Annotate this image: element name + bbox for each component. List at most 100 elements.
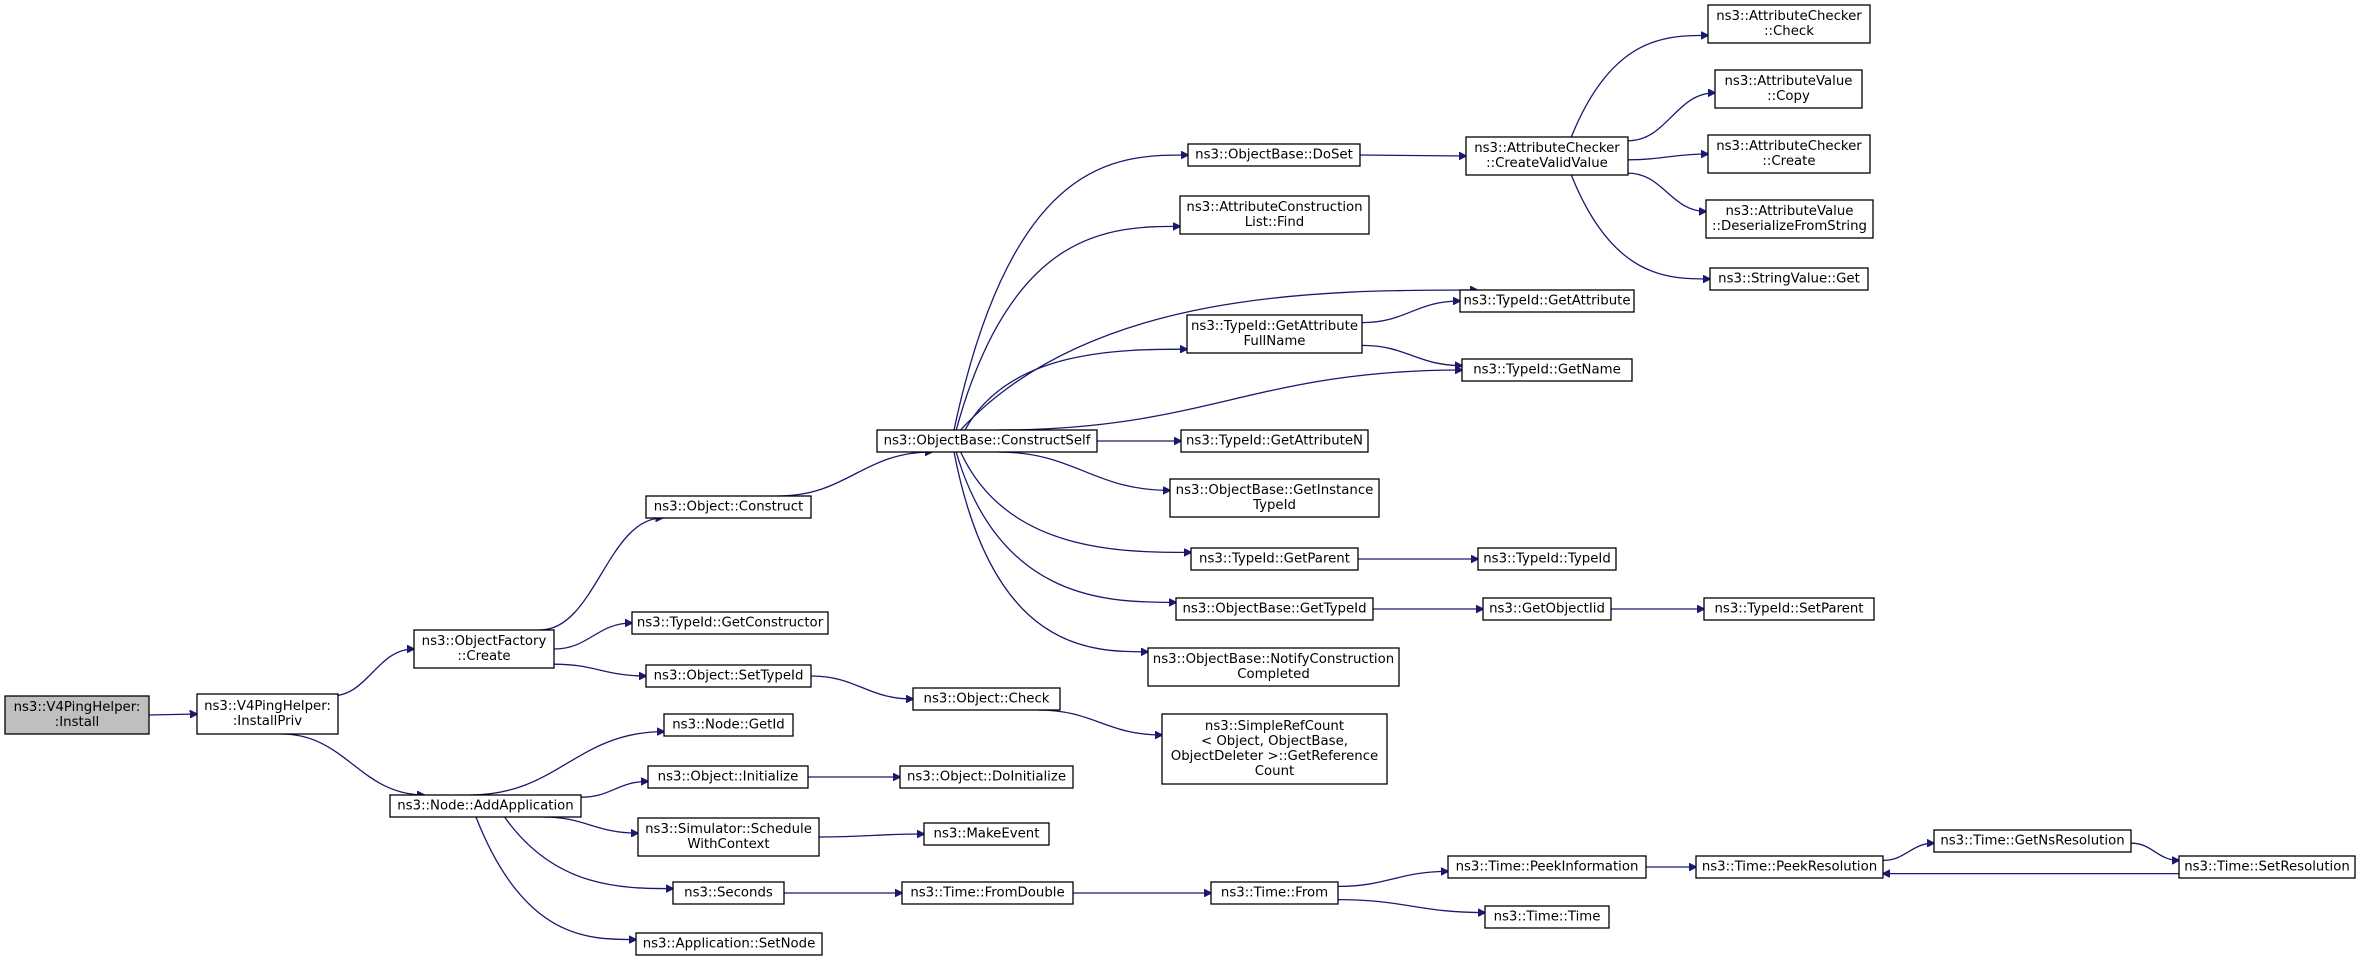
edge-attrchecker-createvalid-to-stringvalue-get [1570,174,1710,279]
node-time-fromdouble[interactable]: ns3::Time::FromDouble [901,881,1074,905]
node-time-peekres[interactable]: ns3::Time::PeekResolution [1695,855,1884,879]
node-node-getid[interactable]: ns3::Node::GetId [663,713,794,737]
edge-path [580,781,648,798]
edge-node-addapp-to-object-initialize [580,781,648,798]
node-label: ns3::MakeEvent [934,827,1040,842]
edge-path [1627,93,1715,142]
node-objbase-notify[interactable]: ns3::ObjectBase::NotifyConstructionCompl… [1147,647,1400,687]
edge-path [953,451,1148,652]
node-box [1477,547,1617,571]
node-app-setnode[interactable]: ns3::Application::SetNode [635,932,823,956]
node-attrvalue-copy[interactable]: ns3::AttributeValue::Copy [1714,69,1863,109]
node-box [1705,199,1874,239]
node-attrchecker-create[interactable]: ns3::AttributeChecker::Create [1707,134,1871,174]
node-box [1179,195,1370,235]
node-object-check[interactable]: ns3::Object::Check [912,687,1061,711]
edge-path [1570,35,1708,138]
edge-time-getnsres-to-time-setres [2130,842,2179,860]
node-makeevent[interactable]: ns3::MakeEvent [923,822,1050,846]
node-time-time[interactable]: ns3::Time::Time [1484,905,1610,929]
node-label: FullName [1244,334,1306,349]
node-box [1180,429,1369,453]
node-attrchecker-check[interactable]: ns3::AttributeChecker::Check [1707,4,1871,44]
node-attrchecker-createvalid[interactable]: ns3::AttributeChecker::CreateValidValue [1465,136,1629,176]
edge-time-from-to-time-peekinfo [1337,871,1448,888]
node-object-settypeid[interactable]: ns3::Object::SetTypeId [645,664,812,688]
node-time-from[interactable]: ns3::Time::From [1210,881,1339,905]
node-label: ns3::ObjectBase::GetTypeId [1182,602,1366,617]
node-v4ping-install: ns3::V4PingHelper::Install [4,695,150,735]
node-box [1465,136,1629,176]
node-object-doinit[interactable]: ns3::Object::DoInitialize [899,765,1074,789]
node-label: ns3::TypeId::GetAttributeN [1186,434,1363,449]
node-attrvalue-deserialize[interactable]: ns3::AttributeValue::DeserializeFromStri… [1705,199,1874,239]
node-typeid-getconstructor[interactable]: ns3::TypeId::GetConstructor [631,611,829,635]
node-label: ObjectDeleter >::GetReference [1171,749,1378,764]
node-box [413,629,555,669]
node-label: < Object, ObjectBase, [1201,734,1348,749]
edge-path [470,732,664,796]
edge-v4ping-install-to-installpriv [148,714,197,715]
edge-time-from-to-time-time [1337,898,1485,913]
node-label: ns3::Time::Time [1494,910,1601,925]
node-box [1484,905,1610,929]
node-getobjectiid[interactable]: ns3::GetObjectIid [1482,597,1612,621]
node-label: ns3::AttributeChecker [1474,141,1620,156]
edge-path [955,226,1180,431]
node-box [647,765,809,789]
node-label: ns3::Application::SetNode [643,937,816,952]
node-typeid-getname[interactable]: ns3::TypeId::GetName [1461,358,1633,382]
node-box [672,881,785,905]
node-label: ns3::ObjectBase::ConstructSelf [884,434,1091,449]
edge-path [553,663,646,676]
node-box [389,794,582,818]
edge-node-addapp-to-sim-schedule [542,816,638,833]
edge-path [1361,344,1462,365]
edge-path [1037,709,1162,735]
node-node-addapp[interactable]: ns3::Node::AddApplication [389,794,582,818]
node-time-peekinfo[interactable]: ns3::Time::PeekInformation [1447,855,1647,879]
node-objbase-doset[interactable]: ns3::ObjectBase::DoSet [1187,143,1361,167]
node-typeid-typeid[interactable]: ns3::TypeId::TypeId [1477,547,1617,571]
edge-object-settypeid-to-object-check [810,675,913,699]
node-label: ns3::Time::FromDouble [910,886,1064,901]
node-typeid-getparent[interactable]: ns3::TypeId::GetParent [1190,547,1359,571]
node-time-setres[interactable]: ns3::Time::SetResolution [2178,855,2356,879]
node-box [876,429,1098,453]
edge-path [997,370,1462,431]
node-label: ns3::Time::SetResolution [2184,860,2350,875]
edge-typeid-getattrfullname-to-typeid-getattribute [1361,301,1460,324]
node-box [663,713,794,737]
node-box [1707,134,1871,174]
node-object-construct[interactable]: ns3::Object::Construct [645,495,812,519]
node-object-initialize[interactable]: ns3::Object::Initialize [647,765,809,789]
node-constructself[interactable]: ns3::ObjectBase::ConstructSelf [876,429,1098,453]
node-label: TypeId [1252,498,1296,513]
node-box [1147,647,1400,687]
node-stringvalue-get[interactable]: ns3::StringValue::Get [1709,267,1869,291]
node-label: ns3::Seconds [684,886,773,901]
node-label: Completed [1237,667,1310,682]
edge-objbase-doset-to-attrchecker-createvalid [1359,155,1466,156]
node-typeid-getattrn[interactable]: ns3::TypeId::GetAttributeN [1180,429,1369,453]
edge-path [542,816,638,833]
node-box [631,611,829,635]
node-objbase-gettypeid[interactable]: ns3::ObjectBase::GetTypeId [1175,597,1374,621]
node-box [1190,547,1359,571]
node-installpriv[interactable]: ns3::V4PingHelper::InstallPriv [196,693,339,735]
edge-path [539,518,663,631]
node-typeid-getattribute[interactable]: ns3::TypeId::GetAttribute [1459,289,1635,313]
node-simplerefcount[interactable]: ns3::SimpleRefCount< Object, ObjectBase,… [1161,713,1388,785]
node-box [645,664,812,688]
node-label: ns3::StringValue::Get [1718,272,1860,287]
node-typeid-setparent[interactable]: ns3::TypeId::SetParent [1703,597,1875,621]
node-label: ns3::ObjectBase::DoSet [1195,148,1353,163]
node-seconds[interactable]: ns3::Seconds [672,881,785,905]
node-time-getnsres[interactable]: ns3::Time::GetNsResolution [1933,829,2132,853]
node-box [1933,829,2132,853]
node-objfactory-create[interactable]: ns3::ObjectFactory::Create [413,629,555,669]
